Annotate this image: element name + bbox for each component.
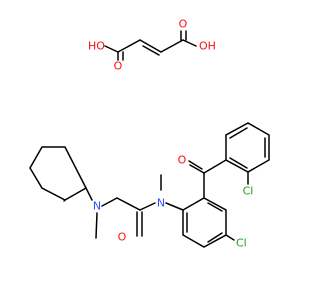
bond	[104, 45, 119, 53]
bond	[229, 157, 248, 169]
hydroxyl-label: OH	[199, 40, 216, 53]
bond	[189, 164, 205, 174]
bond	[203, 159, 227, 174]
bond	[95, 212, 98, 239]
bond	[165, 202, 184, 211]
structure-diagram: HO O O OH	[29, 18, 270, 250]
oxygen-label: O	[179, 18, 188, 31]
bond	[116, 197, 141, 211]
hydroxyl-label: HO	[88, 40, 105, 53]
bond	[182, 39, 197, 47]
bond	[139, 202, 156, 211]
bond	[225, 234, 235, 241]
bond	[139, 39, 162, 53]
bond	[229, 127, 248, 139]
aryl-ring-lower	[182, 197, 227, 248]
bond	[101, 197, 118, 207]
bond	[188, 160, 203, 170]
amide-oxygen-label: O	[118, 231, 127, 244]
bond	[207, 202, 223, 212]
bond	[207, 232, 223, 243]
bond	[117, 39, 141, 53]
chlorine-label: Cl	[236, 237, 247, 250]
chlorine-label: Cl	[243, 185, 254, 198]
ketone-oxygen-label: O	[178, 154, 187, 167]
aryl-ring-upper	[225, 122, 270, 173]
amine-nitrogen-label: N	[93, 200, 101, 213]
bond	[160, 39, 184, 53]
bond	[142, 45, 160, 56]
cyclohexane-ring	[29, 146, 87, 201]
fumaric-acid: HO O O OH	[88, 18, 216, 73]
bond	[63, 199, 66, 202]
amide-nitrogen-label: N	[157, 197, 165, 210]
molecule-canvas: HO O O OH	[29, 18, 270, 250]
amide-molecule: N N O O Cl Cl	[29, 122, 270, 250]
oxygen-label: O	[114, 60, 123, 73]
bond	[85, 187, 93, 201]
